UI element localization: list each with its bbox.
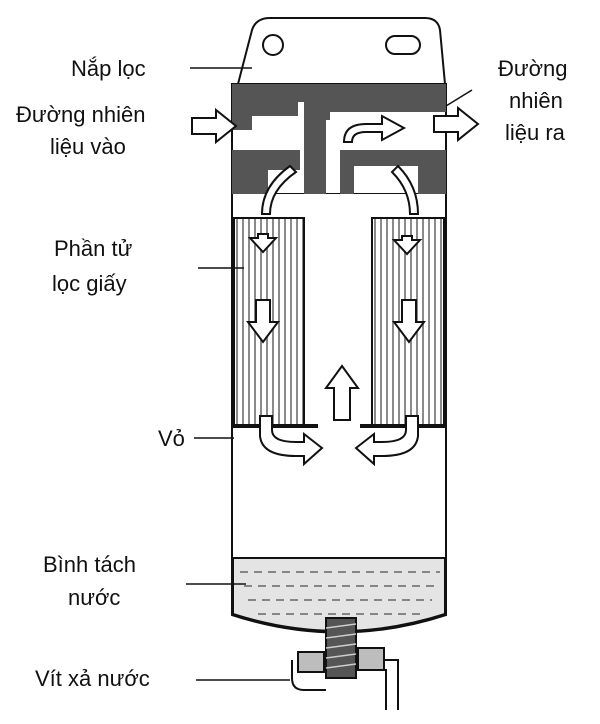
label-fuel-out-line1: Đường: [498, 56, 568, 81]
drain-screw: [291, 617, 399, 710]
label-housing: Vỏ: [158, 426, 185, 451]
label-fuel-out-line3: liệu ra: [505, 120, 566, 145]
filter-cap: [236, 17, 447, 85]
label-water-separator-line2: nước: [68, 585, 120, 610]
fuel-inlet-arrow: [191, 107, 238, 145]
label-fuel-in-line1: Đường nhiên: [16, 102, 145, 127]
label-water-separator-line1: Bình tách: [43, 552, 136, 577]
fuel-outlet-arrow: [433, 105, 480, 143]
label-paper-element-line2: lọc giấy: [52, 271, 127, 296]
label-drain-screw: Vít xả nước: [35, 666, 150, 691]
label-fuel-in-line2: liệu vào: [50, 134, 126, 159]
label-cap: Nắp lọc: [71, 56, 146, 81]
leader-lines: [186, 67, 473, 681]
bracket-hole-right: [385, 35, 421, 55]
paper-filter-element: [232, 164, 446, 467]
label-paper-element-line1: Phần tử: [54, 236, 133, 261]
bracket-hole-left: [262, 34, 284, 56]
center-up-arrow: [324, 364, 360, 421]
internal-flow-arrow: [342, 114, 407, 143]
label-fuel-out-line2: nhiên: [509, 88, 563, 113]
filter-head: [191, 83, 480, 195]
